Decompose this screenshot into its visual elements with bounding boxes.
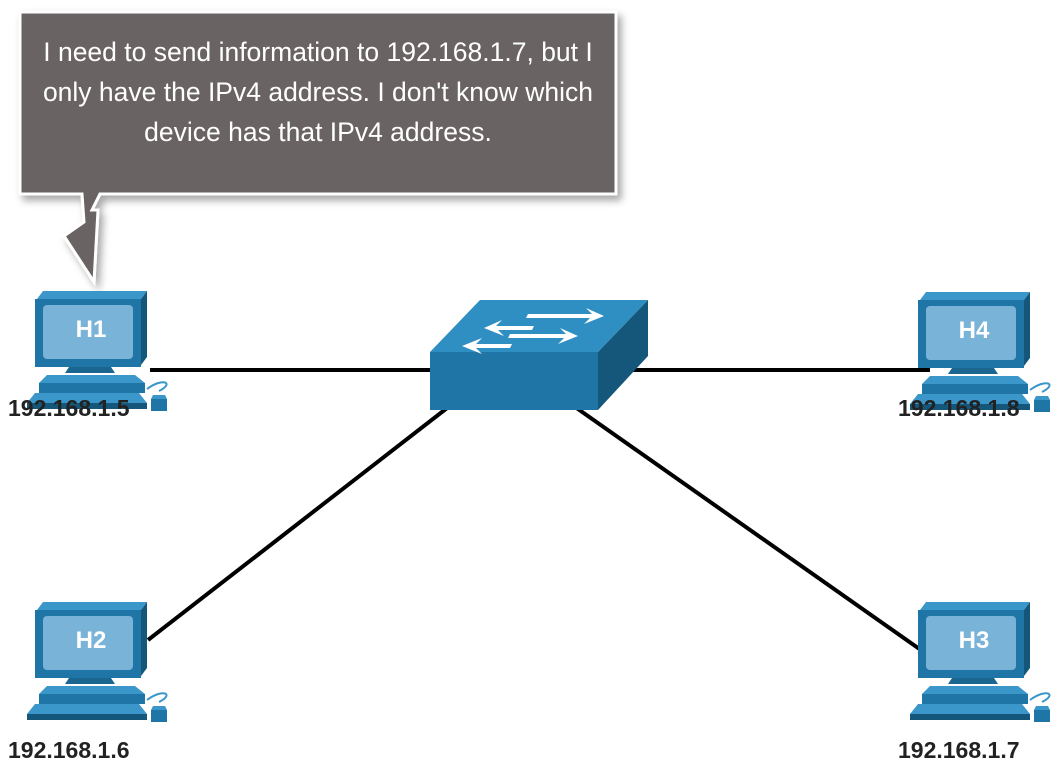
host-label-h4: H4 (958, 317, 990, 344)
ip-address-h3: 192.168.1.7 (898, 737, 1020, 763)
computer-icon (26, 290, 168, 412)
host-label-h2: H2 (75, 627, 107, 654)
links (146, 368, 930, 657)
computer-icon (26, 601, 168, 723)
link-h2-switch (146, 396, 462, 642)
switch-icon (430, 300, 648, 410)
speech-bubble-text: I need to send information to 192.168.1.… (42, 37, 594, 147)
ip-address-h2: 192.168.1.6 (8, 737, 130, 763)
host-label-h3: H3 (958, 627, 990, 654)
host-h3 (909, 601, 1051, 723)
switch-arrows-icon (462, 308, 604, 354)
ip-address-h4: 192.168.1.8 (898, 395, 1020, 421)
host-label-h1: H1 (75, 316, 107, 343)
ip-address-h1: 192.168.1.5 (8, 395, 130, 421)
link-h3-switch (566, 400, 930, 657)
speech-bubble (18, 10, 618, 287)
host-h2 (26, 601, 168, 723)
host-h1 (26, 290, 168, 412)
computer-icon (909, 601, 1051, 723)
